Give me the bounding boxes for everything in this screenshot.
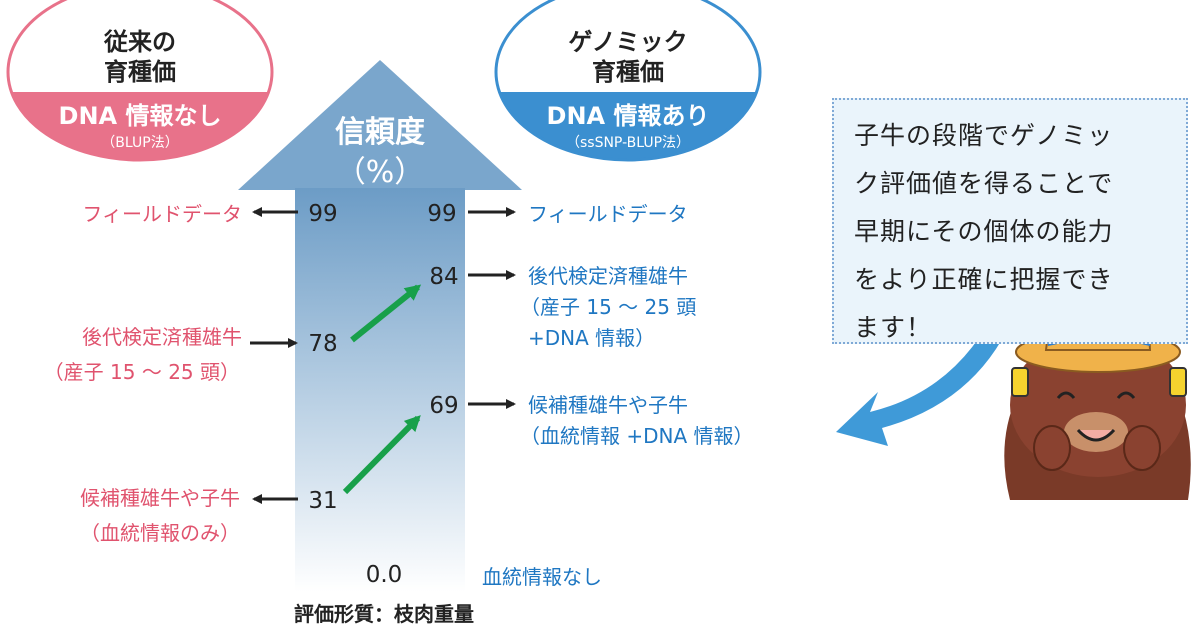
left-title-line1: 従来の <box>103 28 176 56</box>
right-method-badge: ゲノミック 育種価 DNA 情報あり （ssSNP-BLUP法） <box>494 0 762 162</box>
right-title-line2: 育種価 <box>592 58 664 86</box>
right-label-progeny-tested-line1: 後代検定済種雄牛 <box>528 264 688 288</box>
right-title-line1: ゲノミック <box>568 28 687 56</box>
left-label-progeny-tested-line1: 後代検定済種雄牛 <box>82 325 242 349</box>
right-value-99: 99 <box>427 201 456 227</box>
callout-pointer-arrow <box>836 300 1020 446</box>
right-value-84: 84 <box>429 264 458 290</box>
callout-box: 子牛の段階でゲノミッ ク評価値を得ることで 早期にその個体の能力 をより正確に把… <box>832 98 1188 344</box>
left-label-progeny-tested-line2: （産子 15 〜 25 頭） <box>44 360 240 384</box>
right-band-sub: （ssSNP-BLUP法） <box>566 135 690 151</box>
right-label-candidate-line2: （血統情報 +DNA 情報） <box>520 424 754 448</box>
improvement-arrow-78-84 <box>350 284 422 343</box>
left-title-line2: 育種価 <box>104 58 176 86</box>
left-band-sub: （BLUP法） <box>101 135 178 151</box>
left-band-title: DNA 情報なし <box>59 102 222 130</box>
right-value-69: 69 <box>429 393 458 419</box>
zero-label: 血統情報なし <box>482 565 602 589</box>
arrow-unit: （%） <box>336 155 425 190</box>
left-value-99: 99 <box>308 201 337 227</box>
callout-line-5: ます！ <box>854 313 933 342</box>
right-band-title: DNA 情報あり <box>547 102 710 130</box>
left-label-field-data: フィールドデータ <box>82 202 242 226</box>
left-method-badge: 従来の 育種価 DNA 情報なし （BLUP法） <box>6 0 274 162</box>
right-label-progeny-tested-line2: （産子 15 〜 25 頭 <box>520 295 696 319</box>
arrow-title: 信頼度 <box>335 115 425 150</box>
callout-line-2: ク評価値を得ることで <box>854 169 1114 198</box>
callout-line-1: 子牛の段階でゲノミッ <box>854 121 1114 150</box>
right-label-field-data: フィールドデータ <box>528 202 688 226</box>
reliability-arrow: 信頼度 （%） <box>238 60 522 592</box>
left-label-candidate-line2: （血統情報のみ） <box>80 521 240 545</box>
left-value-31: 31 <box>308 488 337 514</box>
callout-line-3: 早期にその個体の能力 <box>854 217 1114 246</box>
zero-value: 0.0 <box>366 562 403 588</box>
right-label-candidate-line1: 候補種雄牛や子牛 <box>528 393 688 417</box>
left-label-candidate-line1: 候補種雄牛や子牛 <box>80 486 240 510</box>
improvement-arrow-31-69 <box>342 415 421 495</box>
callout-line-4: をより正確に把握でき <box>854 265 1114 294</box>
right-label-progeny-tested-line3: +DNA 情報） <box>528 326 655 350</box>
evaluation-trait: 評価形質：枝肉重量 <box>294 602 474 626</box>
left-value-78: 78 <box>308 331 337 357</box>
